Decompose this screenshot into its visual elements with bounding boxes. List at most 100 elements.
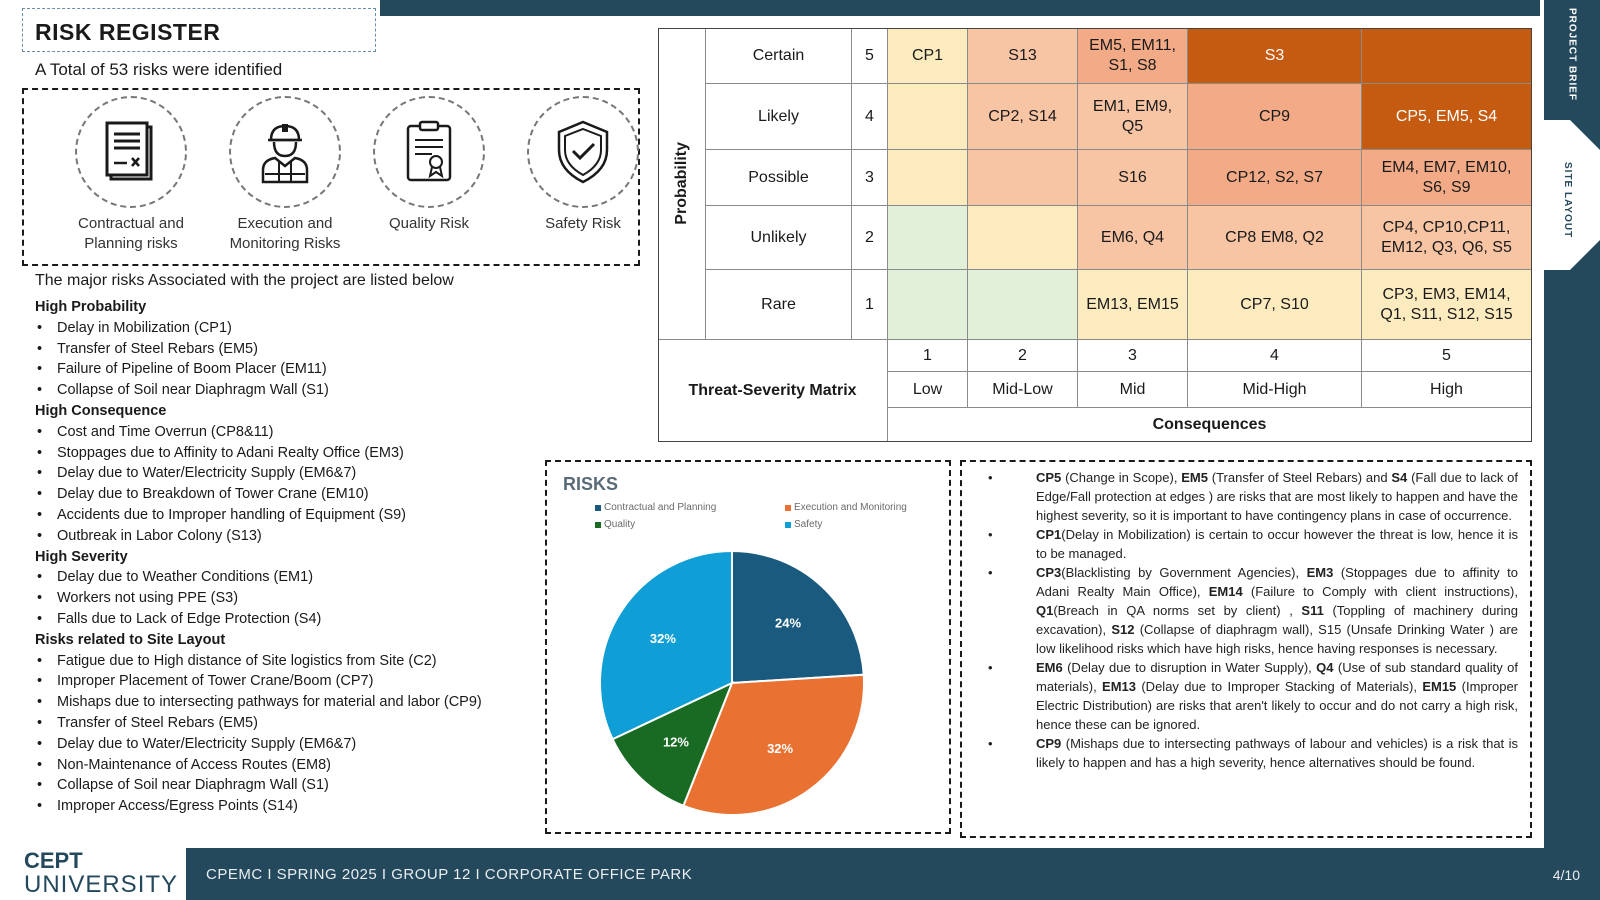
pie-data-label: 24%	[775, 615, 801, 630]
risk-list-item: Transfer of Steel Rebars (EM5)	[35, 713, 575, 734]
matrix-cell: CP4, CP10,CP11, EM12, Q3, Q6, S5	[1362, 206, 1532, 270]
cept-university-logo: CEPT UNIVERSITY	[24, 848, 179, 898]
risks-pie-chart-panel: RISKS Contractual and Planning Execution …	[545, 460, 951, 834]
contract-document-icon	[75, 96, 187, 208]
risk-list-item: Cost and Time Overrun (CP8&11)	[35, 422, 575, 443]
probability-label-text: Probability	[672, 142, 690, 225]
legend-swatch	[785, 504, 791, 511]
consequence-level-label: Mid-Low	[968, 372, 1078, 408]
matrix-cell: S16	[1078, 150, 1188, 206]
matrix-cell: CP8 EM8, Q2	[1188, 206, 1362, 270]
consequence-level-label: Mid-High	[1188, 372, 1362, 408]
probability-level-label: Unlikely	[706, 206, 852, 270]
tab-project-brief[interactable]: PROJECT BRIEF	[1544, 8, 1600, 108]
category-contractual: Contractual and Planning risks	[56, 96, 206, 254]
risk-code: CP5	[1036, 470, 1062, 485]
major-risks-intro: The major risks Associated with the proj…	[35, 272, 454, 289]
risk-categories-panel: Contractual and Planning risks Execution…	[22, 88, 640, 266]
risk-code: EM13	[1102, 679, 1136, 694]
risk-list-item: Improper Placement of Tower Crane/Boom (…	[35, 671, 575, 692]
legend-item: Safety	[785, 519, 822, 530]
legend-label: Execution and Monitoring	[794, 502, 907, 513]
category-label: Contractual and Planning risks	[78, 215, 184, 252]
probability-level-label: Certain	[706, 28, 852, 84]
logo-line-2: UNIVERSITY	[24, 871, 179, 898]
legend-item: Quality	[595, 519, 635, 530]
risk-list-item: Delay due to Water/Electricity Supply (E…	[35, 734, 575, 755]
page-number: 4/10	[1552, 867, 1580, 883]
risk-code: S4	[1391, 470, 1408, 485]
risk-list-item: Collapse of Soil near Diaphragm Wall (S1…	[35, 775, 575, 796]
tab-site-layout-shape	[1544, 120, 1600, 270]
risk-code: EM3	[1306, 565, 1334, 580]
risk-code: Q4	[1316, 660, 1334, 675]
chart-title: RISKS	[563, 474, 619, 494]
probability-level-label: Likely	[706, 84, 852, 150]
logo-line-1: CEPT	[24, 848, 83, 873]
matrix-cell: CP3, EM3, EM14, Q1, S11, S12, S15	[1362, 270, 1532, 340]
legend-label: Safety	[794, 519, 823, 530]
pie-slice	[611, 681, 734, 808]
risk-list-item: Falls due to Lack of Edge Protection (S4…	[35, 609, 575, 630]
risk-list-item: Outbreak in Labor Colony (S13)	[35, 526, 575, 547]
risk-list-item: Improper Access/Egress Points (S14)	[35, 796, 575, 817]
construction-worker-icon	[229, 96, 341, 208]
risk-code: S12	[1111, 622, 1135, 637]
risk-group-heading: High Severity	[35, 548, 128, 565]
legend-item: Execution and Monitoring	[785, 502, 907, 513]
risk-code: S11	[1301, 603, 1324, 618]
risk-code: EM5	[1181, 470, 1208, 485]
probability-level-number: 5	[852, 28, 888, 84]
pie-data-label: 32%	[650, 631, 676, 646]
risk-code: EM15	[1422, 679, 1457, 694]
risk-list-item: Delay due to Weather Conditions (EM1)	[35, 567, 575, 588]
risk-code: CP3	[1036, 565, 1062, 580]
matrix-cell: CP1	[888, 28, 968, 84]
risk-list-item: Workers not using PPE (S3)	[35, 588, 575, 609]
risk-code: EM6	[1036, 660, 1063, 675]
pie-slice	[599, 549, 733, 741]
pie-slice	[731, 549, 865, 685]
total-risks-text: A Total of 53 risks were identified	[35, 60, 283, 79]
matrix-cell	[1362, 28, 1532, 84]
risk-list-item: Fatigue due to High distance of Site log…	[35, 651, 575, 672]
risk-list-item: Delay due to Water/Electricity Supply (E…	[35, 463, 575, 484]
legend-item: Contractual and Planning	[595, 502, 716, 513]
tab-site-layout[interactable]: SITE LAYOUT	[1544, 120, 1600, 270]
legend-swatch	[785, 521, 791, 528]
probability-level-number: 4	[852, 84, 888, 150]
top-bar	[380, 0, 1540, 16]
consequence-level-label: Mid	[1078, 372, 1188, 408]
safety-shield-icon	[527, 96, 639, 208]
risk-group-heading: High Consequence	[35, 402, 167, 419]
matrix-cell: CP5, EM5, S4	[1362, 84, 1532, 150]
risk-code: EM14	[1208, 584, 1243, 599]
risk-list-item: Stoppages due to Affinity to Adani Realt…	[35, 443, 575, 464]
major-risks-list: High ProbabilityDelay in Mobilization (C…	[35, 297, 575, 817]
consequence-level-number: 5	[1362, 340, 1532, 372]
risk-code: Q1	[1036, 603, 1054, 618]
risk-note: CP9 (Mishaps due to intersecting pathway…	[976, 734, 1518, 772]
pie-data-label: 12%	[663, 735, 689, 750]
pie-slice	[682, 673, 865, 816]
consequence-level-number: 3	[1078, 340, 1188, 372]
legend-swatch	[595, 504, 601, 511]
category-label: Safety Risk	[545, 215, 621, 232]
risk-note: EM6 (Delay due to disruption in Water Su…	[976, 658, 1518, 734]
matrix-cell: CP12, S2, S7	[1188, 150, 1362, 206]
risk-list-item: Mishaps due to intersecting pathways for…	[35, 692, 575, 713]
category-safety: Safety Risk	[508, 96, 658, 234]
consequence-level-label: Low	[888, 372, 968, 408]
probability-level-number: 3	[852, 150, 888, 206]
matrix-cell	[968, 206, 1078, 270]
tab-project-brief-label: PROJECT BRIEF	[1566, 8, 1578, 102]
risk-list-item: Failure of Pipeline of Boom Placer (EM11…	[35, 359, 575, 380]
probability-level-number: 1	[852, 270, 888, 340]
matrix-cell: EM6, Q4	[1078, 206, 1188, 270]
risk-group-heading: Risks related to Site Layout	[35, 631, 226, 648]
matrix-cell: EM4, EM7, EM10, S6, S9	[1362, 150, 1532, 206]
risk-code: CP1	[1036, 527, 1062, 542]
consequences-axis-label: Consequences	[888, 408, 1532, 442]
risk-list-item: Delay due to Breakdown of Tower Crane (E…	[35, 484, 575, 505]
